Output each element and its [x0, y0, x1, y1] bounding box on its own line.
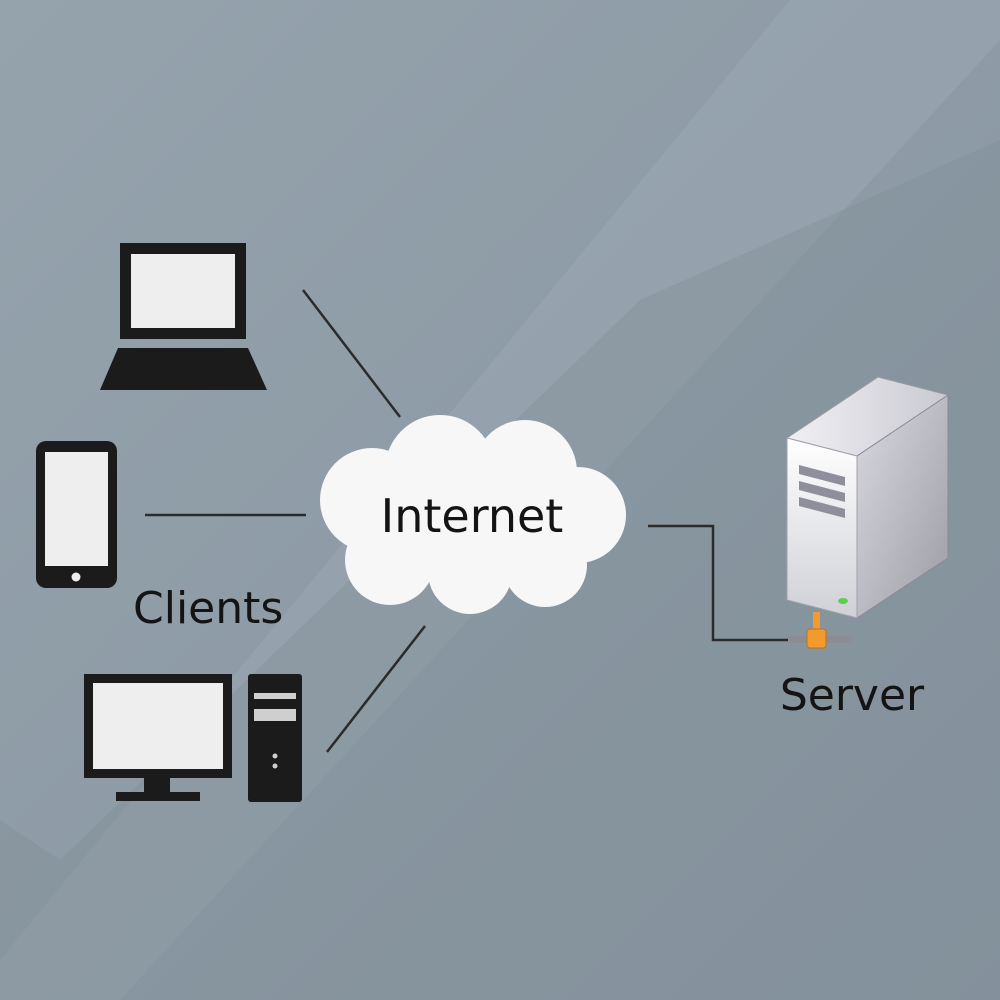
clients-label: Clients — [133, 583, 283, 634]
smartphone-icon — [36, 441, 117, 588]
cloud-icon — [320, 415, 626, 614]
connection-lines — [145, 289, 793, 753]
server-front-face — [786, 437, 858, 619]
edge-internet-server — [648, 524, 793, 642]
edge-laptop-internet — [302, 289, 401, 418]
server-label: Server — [780, 670, 925, 721]
desktop-computer-icon — [84, 674, 302, 802]
internet-label: Internet — [381, 489, 564, 543]
server-node: Server — [780, 376, 950, 721]
laptop-icon — [100, 243, 267, 390]
server-status-led — [838, 598, 848, 604]
server-tower-icon — [785, 376, 950, 649]
edge-desktop-internet — [326, 625, 426, 753]
network-connector-icon — [788, 612, 852, 649]
internet-cloud: Internet — [320, 415, 626, 614]
